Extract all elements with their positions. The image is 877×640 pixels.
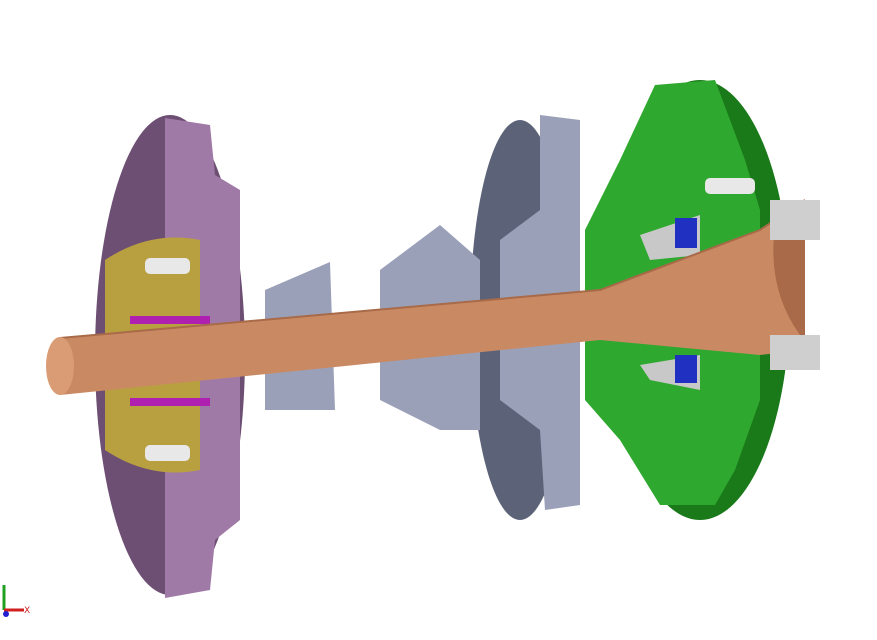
bolt <box>145 445 190 461</box>
bearing-blue <box>675 218 697 248</box>
x-axis-label: X <box>24 606 30 616</box>
shaft[interactable] <box>46 199 820 395</box>
end-cap <box>770 200 820 240</box>
coordinate-triad: X <box>2 585 30 617</box>
bolt <box>145 258 190 274</box>
end-cap <box>770 335 820 370</box>
bolt <box>705 178 755 194</box>
bearing-blue <box>675 355 697 383</box>
seal <box>130 316 210 324</box>
z-axis-arrow <box>3 611 9 617</box>
seal <box>130 398 210 406</box>
